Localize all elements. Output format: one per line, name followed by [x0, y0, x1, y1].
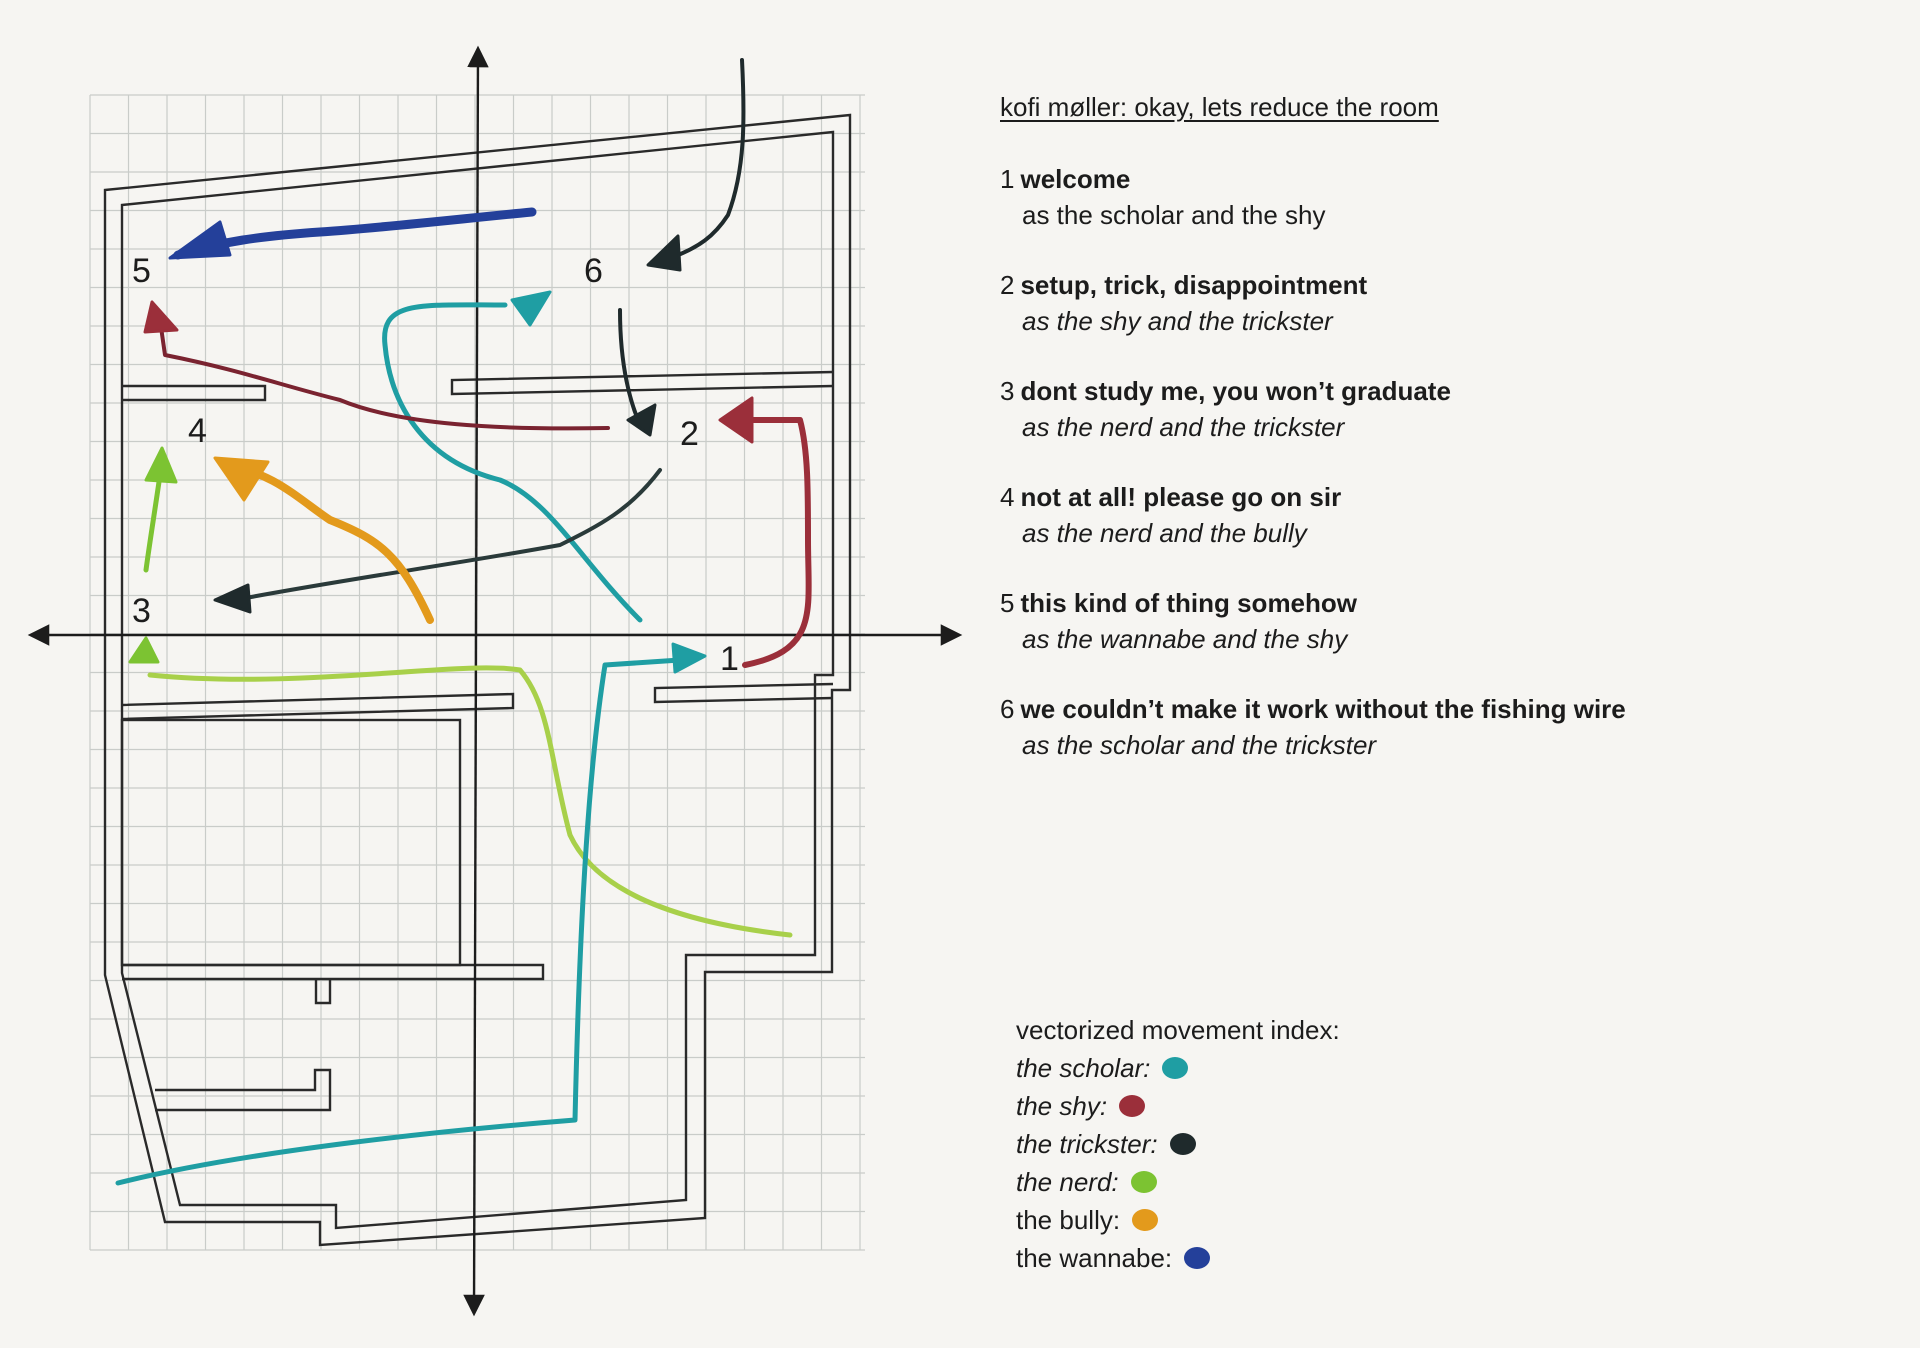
- legend-title: vectorized movement index:: [1016, 1015, 1340, 1045]
- legend-label: the trickster:: [1016, 1129, 1158, 1159]
- scene-roles: as the nerd and the bully: [1022, 518, 1307, 548]
- scene-roles: as the shy and the trickster: [1022, 306, 1333, 336]
- legend-item-wannabe: the wannabe:: [1016, 1239, 1476, 1277]
- movement-arrowheads: [128, 220, 754, 674]
- path-nerd: [147, 665, 793, 938]
- color-swatch: [1162, 1057, 1189, 1079]
- room-walls: [103, 113, 852, 1247]
- color-swatch: [1130, 1171, 1157, 1193]
- path-trickster: [663, 58, 746, 262]
- outer-wall: [103, 113, 852, 1247]
- color-swatch: [1132, 1209, 1159, 1231]
- scene-title: this kind of thing somehow: [1020, 588, 1358, 618]
- closet-left: [314, 979, 332, 1005]
- legend-label: the scholar:: [1016, 1053, 1151, 1083]
- arrowhead-wannabe: [168, 220, 232, 260]
- graph-paper-grid: [89, 94, 865, 1251]
- scene-title: welcome: [1020, 164, 1131, 194]
- arrowhead-nerd-1: [128, 636, 160, 664]
- legend-item-shy: the shy:: [1016, 1087, 1476, 1125]
- scene-number: 5: [1000, 588, 1015, 618]
- color-swatch: [1169, 1133, 1196, 1155]
- scene-number: 3: [1000, 376, 1015, 406]
- scene-number: 1: [1000, 164, 1015, 194]
- scene-marker-5: 5: [132, 252, 151, 290]
- scene-roles: as the nerd and the trickster: [1022, 412, 1345, 442]
- scene-roles: as the wannabe and the shy: [1022, 624, 1348, 654]
- scene-marker-6: 6: [584, 252, 603, 290]
- arrowhead-trickster-3: [213, 583, 252, 614]
- path-scholar-2: [382, 302, 643, 623]
- lower-room: [120, 718, 462, 967]
- path-trickster-3: [233, 468, 662, 602]
- legend-item-trickster: the trickster:: [1016, 1125, 1476, 1163]
- path-shy: [158, 318, 610, 431]
- partition-top-right: [450, 370, 834, 396]
- scene-number: 4: [1000, 482, 1015, 512]
- partition-top-left: [122, 384, 267, 402]
- legend-label: the bully:: [1016, 1205, 1121, 1235]
- scene-number: 2: [1000, 270, 1015, 300]
- partition-mid-right: [653, 682, 834, 704]
- color-swatch: [1184, 1247, 1211, 1269]
- page-title: kofi møller: okay, lets reduce the room: [1000, 92, 1439, 122]
- y-axis-negative: [463, 639, 485, 1317]
- legend-item-bully: the bully:: [1016, 1201, 1476, 1239]
- scene-title: setup, trick, disappointment: [1020, 270, 1368, 300]
- color-swatch: [1119, 1095, 1146, 1117]
- scene-marker-4: 4: [188, 412, 207, 450]
- scene-markers: 1 2 3 4 5 6: [132, 252, 739, 678]
- y-axis: [467, 45, 489, 641]
- arrowhead-bully: [213, 456, 270, 502]
- scene-roles: as the scholar and the trickster: [1022, 730, 1377, 760]
- path-bully: [226, 464, 434, 624]
- inner-wall: [120, 130, 835, 1230]
- arrowhead-shy-2: [718, 396, 754, 444]
- arrowhead-shy-1: [143, 300, 179, 334]
- legend-item-nerd: the nerd:: [1016, 1163, 1476, 1201]
- legend-label: the shy:: [1016, 1091, 1108, 1121]
- partition-bottom: [155, 1068, 332, 1112]
- path-scholar: [115, 657, 683, 1186]
- movement-legend: vectorized movement index: the scholar: …: [1016, 1011, 1476, 1277]
- scene-number: 6: [1000, 694, 1015, 724]
- legend-label: the wannabe:: [1016, 1243, 1173, 1273]
- path-shy-2: [722, 417, 812, 668]
- legend-label: the nerd:: [1016, 1167, 1119, 1197]
- scene-roles: as the scholar and the shy: [1022, 200, 1326, 230]
- scene-marker-2: 2: [680, 415, 699, 453]
- arrowhead-trickster-2: [626, 403, 657, 437]
- scene-title: we couldn’t make it work without the fis…: [1020, 694, 1626, 724]
- scene-title: not at all! please go on sir: [1020, 482, 1342, 512]
- partition-lower: [122, 963, 545, 981]
- arrowhead-scholar-2: [510, 290, 552, 327]
- scene-notes: kofi møller: okay, lets reduce the room …: [1000, 92, 1880, 797]
- coordinate-axes: [27, 45, 963, 1317]
- scene-marker-1: 1: [720, 640, 739, 678]
- legend-item-scholar: the scholar:: [1016, 1049, 1476, 1087]
- scene-title: dont study me, you won’t graduate: [1020, 376, 1451, 406]
- partition-mid-left: [121, 692, 515, 721]
- path-trickster-2: [618, 308, 642, 427]
- arrowhead-scholar-1: [671, 642, 707, 674]
- scene-marker-3: 3: [132, 592, 151, 630]
- arrowhead-trickster-1: [646, 234, 682, 272]
- arrowhead-nerd-2: [144, 446, 178, 484]
- path-nerd-2: [143, 472, 163, 573]
